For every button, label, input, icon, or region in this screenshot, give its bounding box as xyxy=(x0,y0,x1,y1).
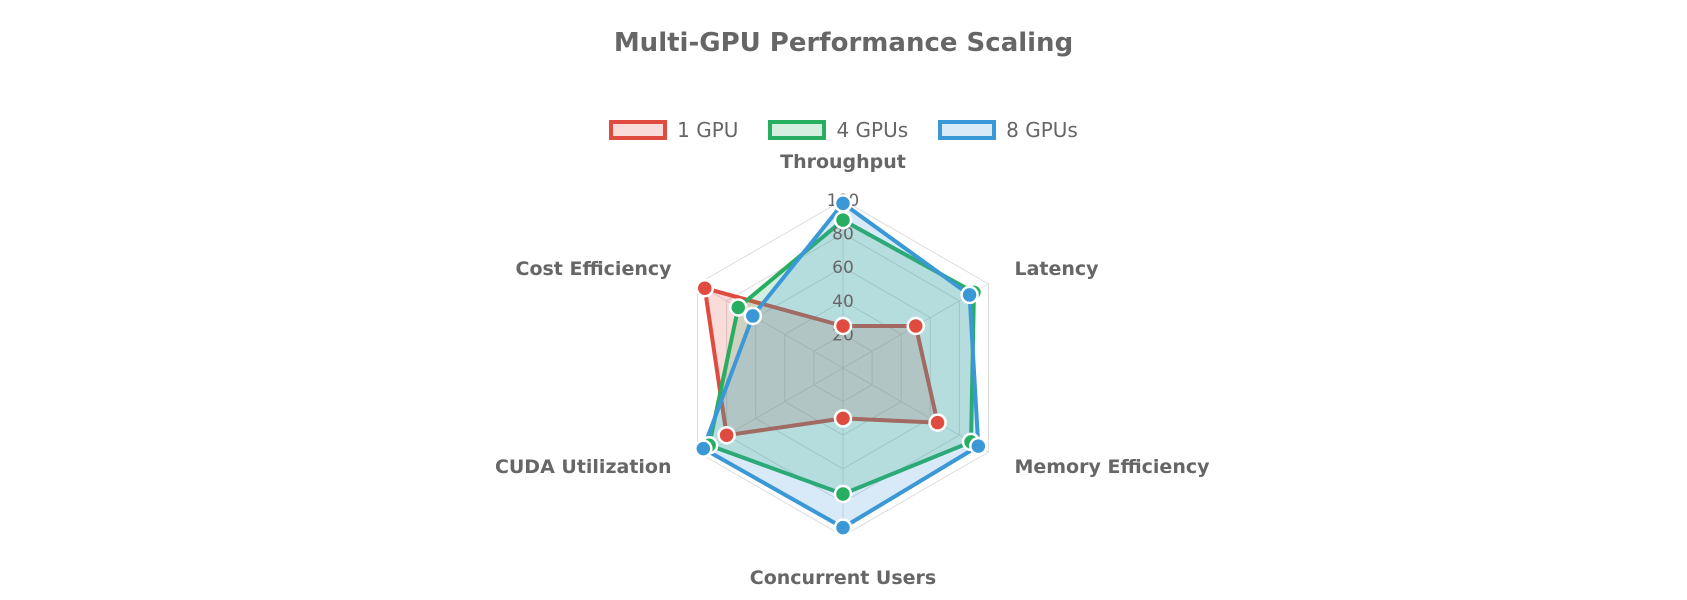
point-series-2-3 xyxy=(833,518,853,537)
axis-label-0: Throughput xyxy=(780,151,906,173)
axis-label-4: CUDA Utilization xyxy=(495,456,672,478)
point-series-0-2 xyxy=(928,413,947,432)
legend-label-series-1: 4 GPUs xyxy=(836,118,909,142)
point-series-0-4 xyxy=(717,425,736,445)
legend-item-series-2[interactable]: 8 GPUs xyxy=(938,118,1078,142)
legend-item-series-1[interactable]: 4 GPUs xyxy=(768,118,908,142)
axis-label-3: Concurrent Users xyxy=(750,567,936,589)
point-series-1-3 xyxy=(833,484,853,504)
point-series-0-0 xyxy=(833,316,853,336)
legend-item-series-0[interactable]: 1 GPU xyxy=(609,118,738,142)
chart-title: Multi-GPU Performance Scaling xyxy=(613,28,1074,58)
tick-label-40: 40 xyxy=(832,292,854,312)
legend: 1 GPU 4 GPUs 8 GPUs xyxy=(0,118,1687,142)
legend-swatch-series-0 xyxy=(609,120,668,140)
point-series-2-2 xyxy=(969,436,988,456)
legend-label-series-2: 8 GPUs xyxy=(1006,118,1078,142)
point-series-1-5 xyxy=(728,298,748,317)
tick-label-80: 80 xyxy=(832,225,854,245)
point-series-0-3 xyxy=(833,409,853,428)
point-series-2-5 xyxy=(743,306,763,326)
axis-label-5: Cost Efficiency xyxy=(516,258,673,280)
axis-line-5 xyxy=(697,283,844,369)
point-series-2-1 xyxy=(960,285,979,305)
legend-swatch-series-2 xyxy=(938,120,997,140)
tick-label-60: 60 xyxy=(832,258,854,278)
axis-label-1: Latency xyxy=(1014,258,1099,280)
point-series-2-4 xyxy=(694,439,713,458)
axis-label-2: Memory Efficiency xyxy=(1014,456,1210,478)
point-series-0-1 xyxy=(906,316,925,336)
legend-swatch-series-1 xyxy=(768,120,827,140)
point-series-1-0 xyxy=(833,210,853,230)
point-series-2-0 xyxy=(833,194,853,213)
legend-label-series-0: 1 GPU xyxy=(677,118,739,142)
point-series-0-5 xyxy=(695,278,715,298)
